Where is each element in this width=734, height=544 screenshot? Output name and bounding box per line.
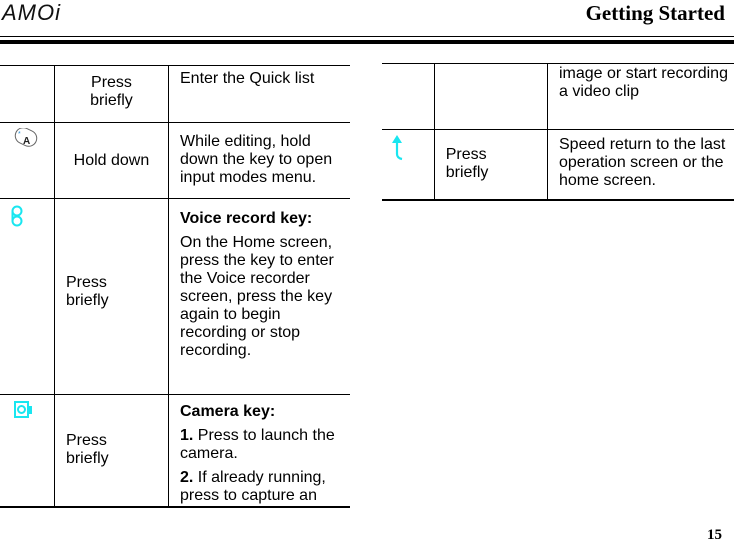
svg-text:A: A <box>23 136 30 147</box>
description-cell: image or start recording a video clip <box>548 64 734 130</box>
description-cell: Enter the Quick list <box>169 66 351 123</box>
icon-cell: * A <box>0 123 54 199</box>
description-cell: While editing, hold down the key to open… <box>169 123 351 199</box>
svg-text:*: * <box>18 131 21 138</box>
table-row: * A Hold down While editing, hold down t… <box>0 123 350 199</box>
step-number: 1. <box>180 427 193 444</box>
header-rule-thin <box>0 36 734 37</box>
description-cell: Camera key: 1. Press to launch the camer… <box>169 395 351 507</box>
step-text: If already running, press to capture an <box>180 469 326 504</box>
action-text: Hold down <box>55 152 168 170</box>
action-cell: Press briefly <box>54 66 168 123</box>
action-text: Press briefly <box>66 432 126 468</box>
description-cell: Speed return to the last operation scree… <box>548 130 734 200</box>
amoi-logo: AMOi <box>2 0 61 26</box>
page-number: 15 <box>707 527 722 544</box>
icon-cell <box>382 130 434 200</box>
input-mode-key-icon: * A <box>12 128 38 148</box>
action-cell: Press briefly <box>54 199 168 395</box>
description-step-1: 1. Press to launch the camera. <box>180 427 350 463</box>
action-cell: Press briefly <box>434 130 547 200</box>
key-functions-table-left: Press briefly Enter the Quick list * A H… <box>0 65 350 508</box>
table-row: Press briefly Speed return to the last o… <box>382 130 734 200</box>
action-text: Press briefly <box>66 274 126 320</box>
description-text: Enter the Quick list <box>180 70 350 88</box>
description-title: Voice record key: <box>180 210 350 228</box>
table-row: Press briefly Voice record key: On the H… <box>0 199 350 395</box>
icon-cell <box>0 199 54 395</box>
key-functions-table-right: image or start recording a video clip Pr… <box>382 63 734 201</box>
header-rule-thick <box>0 40 734 44</box>
icon-cell <box>0 395 54 507</box>
action-cell: Press briefly <box>54 395 168 507</box>
table-row: image or start recording a video clip <box>382 64 734 130</box>
action-cell <box>434 64 547 130</box>
description-text: Speed return to the last operation scree… <box>559 136 734 190</box>
action-text: Press briefly <box>81 74 141 110</box>
icon-cell <box>0 66 54 123</box>
icon-cell <box>382 64 434 130</box>
description-step-2: 2. If already running, press to capture … <box>180 469 350 505</box>
description-text: On the Home screen, press the key to ent… <box>180 234 350 360</box>
step-text: Press to launch the camera. <box>180 427 335 462</box>
action-cell: Hold down <box>54 123 168 199</box>
table-row: Press briefly Camera key: 1. Press to la… <box>0 395 350 507</box>
description-text: image or start recording a video clip <box>559 65 734 101</box>
table-row: Press briefly Enter the Quick list <box>0 66 350 123</box>
description-title: Camera key: <box>180 403 350 421</box>
description-cell: Voice record key: On the Home screen, pr… <box>169 199 351 395</box>
action-text: Press briefly <box>446 146 506 182</box>
description-text: While editing, hold down the key to open… <box>180 133 345 187</box>
back-key-icon <box>390 135 406 161</box>
camera-key-icon <box>14 401 34 419</box>
step-number: 2. <box>180 469 193 486</box>
voice-record-key-icon <box>10 205 24 227</box>
page-title: Getting Started <box>586 1 725 26</box>
